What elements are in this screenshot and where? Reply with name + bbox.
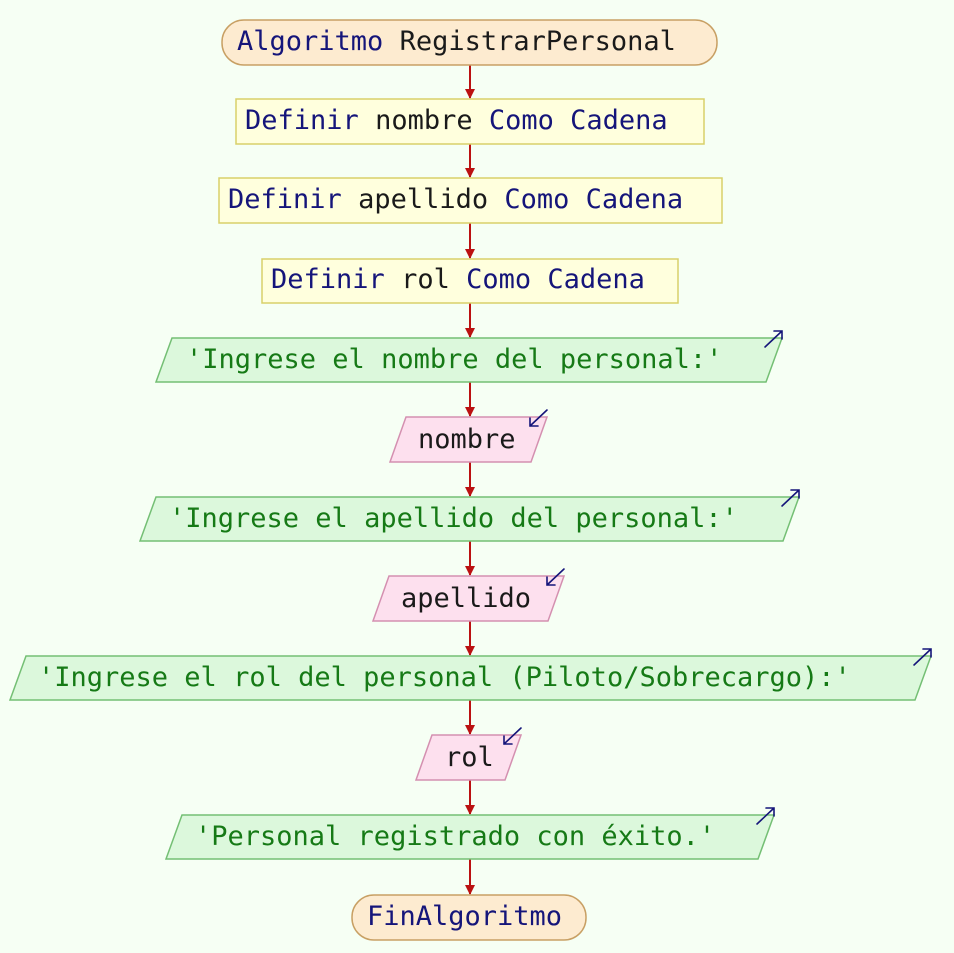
end-terminal-shape: [351, 894, 587, 941]
define-process-box: [218, 177, 723, 224]
define-apellido-statement: Definir apellido Como Cadena: [228, 184, 683, 216]
input-arrow-icon: [546, 568, 565, 586]
output-arrow-icon: [781, 489, 800, 507]
start-terminal-label: Algoritmo RegistrarPersonal: [237, 26, 676, 58]
output-parallelogram: [8, 655, 933, 701]
input-parallelogram: [371, 575, 566, 622]
type-keyword: Como Cadena: [504, 184, 684, 215]
input-apellido-variable: apellido: [401, 583, 532, 614]
definir-keyword: Definir: [245, 105, 359, 136]
define-process-box: [261, 258, 679, 304]
algorithm-name: RegistrarPersonal: [399, 26, 676, 57]
output-rol-prompt: 'Ingrese el rol del personal (Piloto/Sob…: [38, 662, 851, 693]
input-parallelogram: [414, 734, 523, 781]
define-rol-statement: Definir rol Como Cadena: [271, 264, 645, 296]
type-keyword: Como Cadena: [466, 264, 645, 295]
output-apellido-prompt: 'Ingrese el apellido del personal:': [169, 503, 738, 534]
definir-keyword: Definir: [271, 264, 385, 295]
output-arrow-icon: [764, 330, 783, 348]
algoritmo-keyword: Algoritmo: [237, 26, 384, 57]
variable-name: nombre: [375, 105, 473, 136]
output-nombre-prompt: 'Ingrese el nombre del personal:': [186, 344, 723, 375]
type-keyword: Como Cadena: [488, 105, 668, 136]
end-terminal-label: FinAlgoritmo: [367, 901, 563, 932]
start-terminal-shape: [221, 19, 718, 66]
define-process-box: [235, 98, 705, 145]
output-parallelogram: [154, 337, 784, 383]
input-nombre-variable: nombre: [418, 424, 516, 455]
input-arrow-icon: [529, 409, 548, 427]
variable-name: rol: [401, 264, 450, 295]
output-parallelogram: [164, 814, 776, 860]
variable-name: apellido: [358, 184, 489, 215]
define-nombre-statement: Definir nombre Como Cadena: [245, 105, 668, 137]
input-parallelogram: [388, 416, 549, 463]
output-arrow-icon: [756, 807, 775, 825]
output-arrow-icon: [913, 648, 932, 666]
input-arrow-icon: [503, 727, 522, 745]
input-rol-variable: rol: [445, 742, 494, 773]
output-success-message: 'Personal registrado con éxito.': [195, 821, 716, 852]
definir-keyword: Definir: [228, 184, 342, 215]
output-parallelogram: [138, 496, 801, 542]
